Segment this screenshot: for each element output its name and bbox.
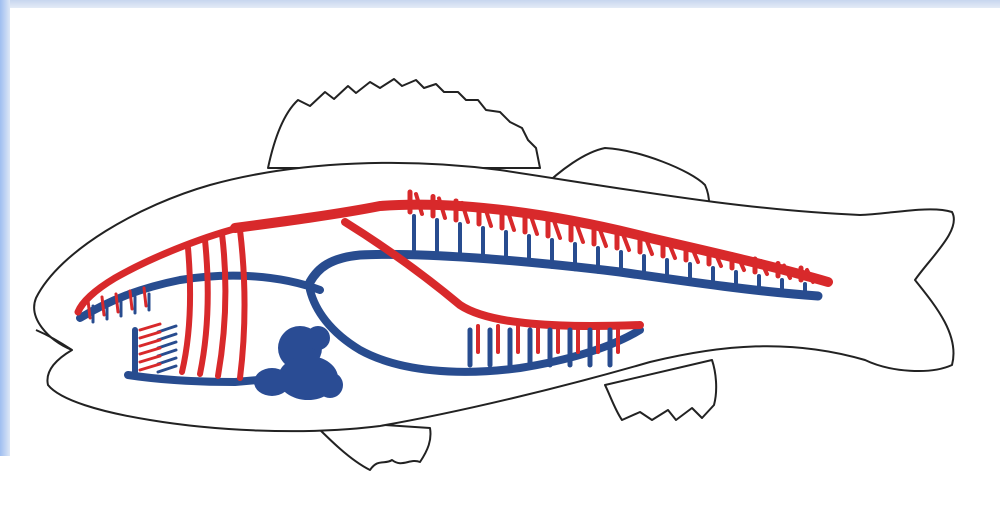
anterior-artery-branch — [88, 300, 90, 318]
sinus-venosus — [306, 326, 330, 350]
ventricle-lobe — [317, 372, 343, 398]
spiny-dorsal-fin — [268, 79, 540, 168]
anterior-artery-branch — [144, 288, 146, 306]
bulbus-arteriosus — [254, 368, 290, 396]
anterior-artery-branch — [116, 294, 118, 312]
anterior-artery-branch — [130, 291, 132, 309]
anterior-artery-branch — [102, 297, 104, 315]
